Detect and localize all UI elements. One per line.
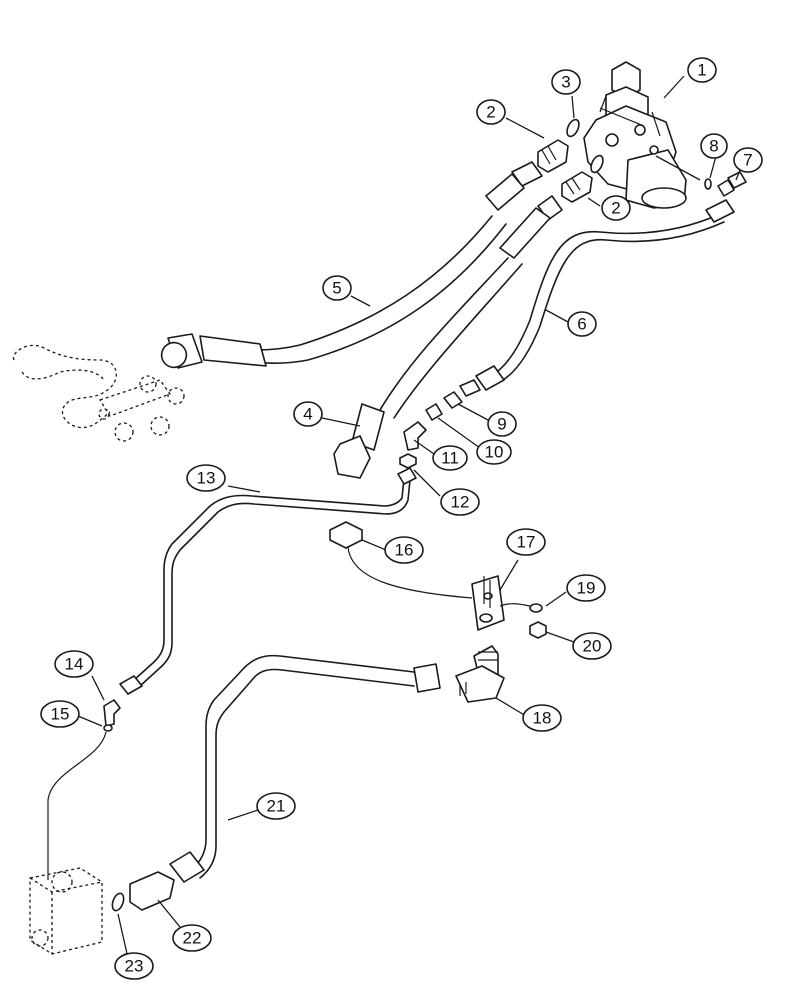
seal-15-part [103, 724, 113, 732]
upper-fitting-part [537, 139, 569, 173]
callout-22: 22 [172, 924, 212, 952]
hydraulic-manifold-reference [12, 344, 185, 442]
callout-2-lower: 2 [601, 195, 631, 221]
o-ring-lower-part [590, 154, 604, 174]
svg-text:2: 2 [486, 103, 495, 122]
svg-text:1: 1 [697, 61, 706, 80]
svg-text:8: 8 [709, 137, 718, 156]
callout-1: 1 [687, 57, 717, 83]
control-valve-reference [29, 867, 103, 955]
bracket-17-part [471, 575, 505, 631]
steering-gear-part [583, 61, 687, 209]
svg-text:20: 20 [583, 637, 602, 656]
callout-21: 21 [256, 792, 296, 820]
washer-19-part [529, 603, 543, 613]
svg-text:18: 18 [533, 709, 552, 728]
svg-text:22: 22 [183, 929, 202, 948]
callout-17: 17 [506, 528, 546, 556]
svg-text:7: 7 [743, 151, 752, 170]
callout-23: 23 [114, 952, 154, 980]
tube-6-part [459, 199, 735, 397]
svg-text:16: 16 [395, 541, 414, 560]
svg-text:10: 10 [485, 443, 504, 462]
fitting-22-part [129, 871, 175, 911]
callout-4: 4 [293, 401, 323, 427]
pipe-13-part [119, 467, 417, 695]
svg-text:23: 23 [125, 957, 144, 976]
svg-text:13: 13 [197, 469, 216, 488]
callout-16: 16 [384, 536, 424, 564]
callout-20: 20 [572, 632, 612, 660]
svg-text:3: 3 [561, 73, 570, 92]
o-ring-upper-part [566, 118, 580, 138]
callout-14: 14 [54, 650, 94, 678]
callout-15: 15 [40, 700, 80, 728]
fitting-10-part [425, 403, 443, 421]
callout-18: 18 [522, 704, 562, 732]
svg-text:19: 19 [577, 579, 596, 598]
callout-19: 19 [566, 574, 606, 602]
leader-lines [77, 75, 741, 959]
callout-9: 9 [487, 411, 517, 437]
callout-10: 10 [476, 439, 512, 465]
svg-text:4: 4 [303, 405, 312, 424]
callout-3: 3 [551, 69, 581, 95]
callout-6: 6 [567, 311, 597, 337]
seal-15-guideline [47, 731, 107, 880]
svg-text:2: 2 [611, 199, 620, 218]
nut-16-part [329, 521, 363, 549]
elbow-14-part [103, 699, 121, 727]
hose-4-part [333, 195, 563, 479]
pipe-21-part [169, 654, 441, 883]
elbow-18-part [455, 645, 505, 703]
callout-7: 7 [733, 147, 763, 173]
callout-2-upper: 2 [476, 99, 506, 125]
svg-text:5: 5 [332, 279, 341, 298]
svg-text:9: 9 [497, 415, 506, 434]
svg-text:15: 15 [51, 705, 70, 724]
callout-5: 5 [322, 275, 352, 301]
svg-text:11: 11 [441, 449, 459, 468]
elbow-11-part [403, 421, 427, 451]
svg-text:17: 17 [517, 533, 536, 552]
seal-8-part [704, 178, 712, 190]
nut-12-part [399, 453, 417, 469]
callout-8: 8 [700, 133, 728, 159]
svg-text:14: 14 [65, 655, 84, 674]
svg-text:21: 21 [267, 797, 286, 816]
callout-11: 11 [432, 445, 468, 471]
bracket-17-guideline [499, 603, 531, 607]
callout-12: 12 [440, 488, 480, 516]
connector-7-part [717, 171, 747, 197]
svg-text:6: 6 [577, 315, 586, 334]
svg-text:12: 12 [451, 493, 470, 512]
nut-20-part [529, 621, 547, 639]
hose-5-part [160, 161, 543, 369]
lower-fitting-part [561, 171, 593, 203]
fitting-9-part [443, 391, 463, 409]
nut-16-guideline [347, 545, 473, 599]
callout-13: 13 [186, 464, 226, 492]
seal-23-part [111, 892, 125, 912]
